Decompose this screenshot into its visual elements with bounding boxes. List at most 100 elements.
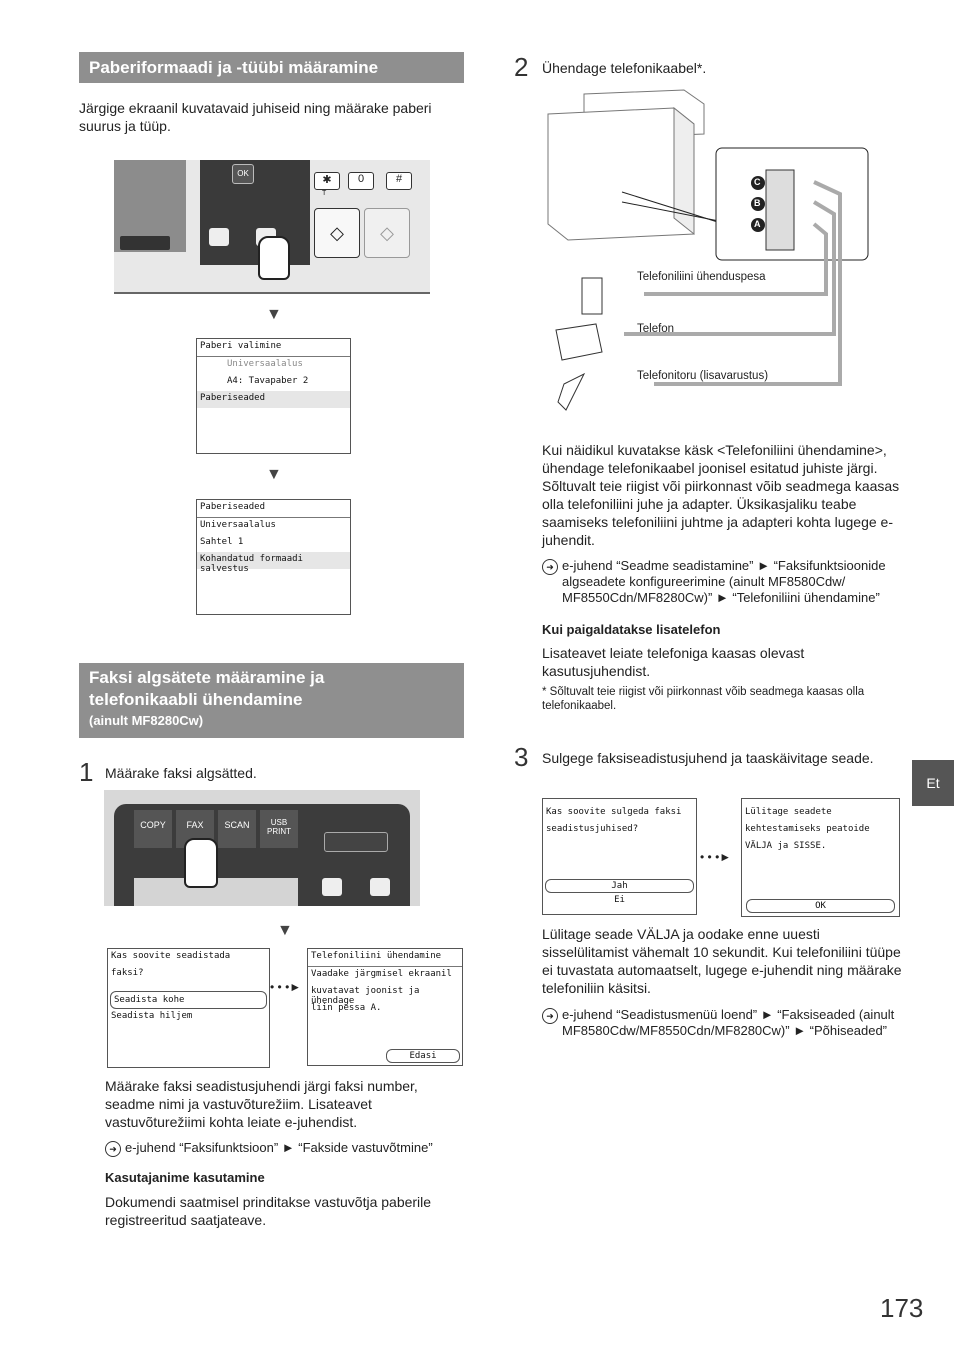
label-telephone: Telefon xyxy=(637,323,675,335)
label-wall-jack: Telefoniliini ühenduspesa xyxy=(637,271,766,283)
section-heading-fax: Faksi algsätete määramine ja telefonikaa… xyxy=(79,663,464,738)
pointing-hand-icon xyxy=(184,838,218,888)
copy-button: COPY xyxy=(134,810,172,848)
lcd-line: faksi? xyxy=(111,968,144,978)
arrow-down-icon: ▼ xyxy=(266,466,282,483)
lcd-fax-setup-prompt: Kas soovite seadistada faksi? Seadista k… xyxy=(107,948,270,1068)
lcd-row: Sahtel 1 xyxy=(200,537,244,547)
scan-button: SCAN xyxy=(218,810,256,848)
restart-paragraph: Lülitage seade VÄLJA ja oodake enne uues… xyxy=(542,926,902,996)
step-text: Määrake faksi algsätted. xyxy=(105,765,257,781)
panel-back-button-bar xyxy=(120,236,170,250)
lcd-line: seadistusjuhised? xyxy=(546,824,639,834)
lcd-phone-line-connect: Telefoniliini ühendamine Vaadake järgmis… xyxy=(307,948,463,1066)
key-hash: # xyxy=(386,172,412,190)
subheading: Kasutajanime kasutamine xyxy=(105,1170,265,1185)
lcd-restart-prompt: Lülitage seadete kehtestamiseks peatoide… xyxy=(741,798,900,917)
lcd-line: kehtestamiseks peatoide xyxy=(745,824,870,834)
wall-jack-icon xyxy=(581,277,603,315)
fax-setup-paragraph: Määrake faksi seadistusjuhendi järgi fak… xyxy=(105,1078,418,1130)
port-a-label: A xyxy=(754,219,761,229)
language-tab: Et xyxy=(912,760,954,806)
lcd-row: Universaalalus xyxy=(200,520,276,530)
port-a-badge xyxy=(751,218,765,232)
key-hash-label: # xyxy=(395,173,403,185)
addressbook-button xyxy=(324,832,388,852)
handset-icon xyxy=(557,372,586,411)
key-star-label: ✱ xyxy=(322,174,332,186)
e-manual-arrow-icon: ➜ xyxy=(542,1008,558,1024)
label-handset: Telefonitoru (lisavarustus) xyxy=(637,370,769,382)
lcd-row: Universaalalus xyxy=(227,359,303,369)
subheading: Kui paigaldatakse lisatelefon xyxy=(542,622,721,637)
lcd-header: Paberiseaded xyxy=(197,500,350,518)
lcd-header: Paberi valimine xyxy=(197,339,350,357)
back-button xyxy=(209,228,229,246)
extra-phone-paragraph: Lisateavet leiate telefoniga kaasas olev… xyxy=(542,645,805,679)
section-heading-paper: Paberiformaadi ja -tüübi määramine xyxy=(79,52,464,83)
section-title-line1: Faksi algsätete määramine ja xyxy=(89,668,325,687)
printer-illustration xyxy=(547,89,705,241)
ereference-text: e-juhend “Seadistusmenüü loend” ► “Faksi… xyxy=(562,1007,895,1038)
ereference: ➜ e-juhend “Seadistusmenüü loend” ► “Fak… xyxy=(542,1007,907,1039)
pointing-hand-icon xyxy=(258,236,290,280)
lcd-line: liin pessa A. xyxy=(311,1003,382,1013)
phone-connection-diagram xyxy=(547,89,869,411)
ereference: ➜ e-juhend “Faksifunktsioon” ► “Fakside … xyxy=(105,1140,455,1157)
arrow-down-icon: ▼ xyxy=(266,306,282,323)
cable-line xyxy=(644,222,828,296)
dotted-arrow-icon: • • •► xyxy=(270,980,302,994)
ok-label: OK xyxy=(237,169,249,178)
lcd-next-button: Edasi xyxy=(386,1049,460,1063)
footnote: * Sõltuvalt teie riigist või piirkonnast… xyxy=(542,686,865,712)
step-number: 3 xyxy=(514,742,529,772)
lcd-line: Vaadake järgmisel ekraanil xyxy=(311,969,452,979)
step-text: Ühendage telefonikaabel*. xyxy=(542,60,707,76)
lcd-line: kuvatavat joonist ja ühendage xyxy=(311,986,420,1006)
e-manual-arrow-icon: ➜ xyxy=(105,1141,121,1157)
paper-intro-text: Järgige ekraanil kuvatavaid juhiseid nin… xyxy=(79,100,432,134)
key-zero-label: 0 xyxy=(357,173,365,185)
username-paragraph: Dokumendi saatmisel prinditakse vastuvõt… xyxy=(105,1194,432,1228)
port-b-badge xyxy=(751,197,765,211)
usb-print-button: USB PRINT xyxy=(260,810,298,848)
key-star: ✱ xyxy=(314,172,340,190)
ok-button: OK xyxy=(232,164,254,184)
start-bw-button: ◇ xyxy=(314,208,360,258)
step-text: Sulgege faksiseadistusjuhend ja taaskäiv… xyxy=(542,750,874,766)
step-number: 1 xyxy=(79,757,94,787)
lcd-line: Kas soovite sulgeda faksi xyxy=(546,807,682,817)
lcd-line: VÄLJA ja SISSE. xyxy=(745,841,827,851)
lcd-line: Lülitage seadete xyxy=(745,807,832,817)
ereference: ➜ e-juhend “Seadme seadistamine” ► “Faks… xyxy=(542,558,907,606)
e-manual-arrow-icon: ➜ xyxy=(542,559,558,575)
connect-paragraph: Kui näidikul kuvatakse käsk <Telefonilii… xyxy=(542,442,900,548)
energy-button xyxy=(370,878,390,896)
lcd-row-selected: Kohandatud formaadi salvestus xyxy=(197,552,350,574)
ereference-text: e-juhend “Faksifunktsioon” ► “Fakside va… xyxy=(125,1140,433,1155)
section-title: Paberiformaadi ja -tüübi määramine xyxy=(89,58,379,77)
lcd-option-selected: Seadista kohe xyxy=(110,991,267,1009)
lcd-row-selected: Paberiseaded xyxy=(197,391,350,408)
lcd-option: Seadista hiljem xyxy=(111,1011,193,1021)
lcd-line: Kas soovite seadistada xyxy=(111,951,231,961)
lcd-option-selected: Jah xyxy=(545,879,694,893)
port-b-label: B xyxy=(754,198,761,208)
telephone-icon xyxy=(555,323,603,361)
control-panel-illustration: OK ✱ T 0 # ◇ ◇ xyxy=(114,160,430,294)
lcd-ok-button: OK xyxy=(746,899,895,913)
dotted-arrow-icon: • • •► xyxy=(700,850,732,864)
section-title-line2: telefonikaabli ühendamine xyxy=(89,690,303,709)
section-subtitle: (ainult MF8280Cw) xyxy=(89,713,204,728)
lcd-header: Telefoniliini ühendamine xyxy=(308,949,462,967)
cable-line xyxy=(654,180,842,386)
cable-line xyxy=(624,200,836,336)
lcd-close-fax-guide: Kas soovite sulgeda faksi seadistusjuhis… xyxy=(542,798,697,915)
port-c-label: C xyxy=(754,177,761,187)
lcd-paper-settings: Paberiseaded Universaalalus Sahtel 1 Koh… xyxy=(196,499,351,615)
lcd-row: A4: Tavapaber 2 xyxy=(227,376,309,386)
page-number: 173 xyxy=(880,1293,924,1323)
ereference-text: e-juhend “Seadme seadistamine” ► “Faksif… xyxy=(562,558,886,605)
port-c-badge xyxy=(751,176,765,190)
print-label: PRINT xyxy=(267,827,291,836)
